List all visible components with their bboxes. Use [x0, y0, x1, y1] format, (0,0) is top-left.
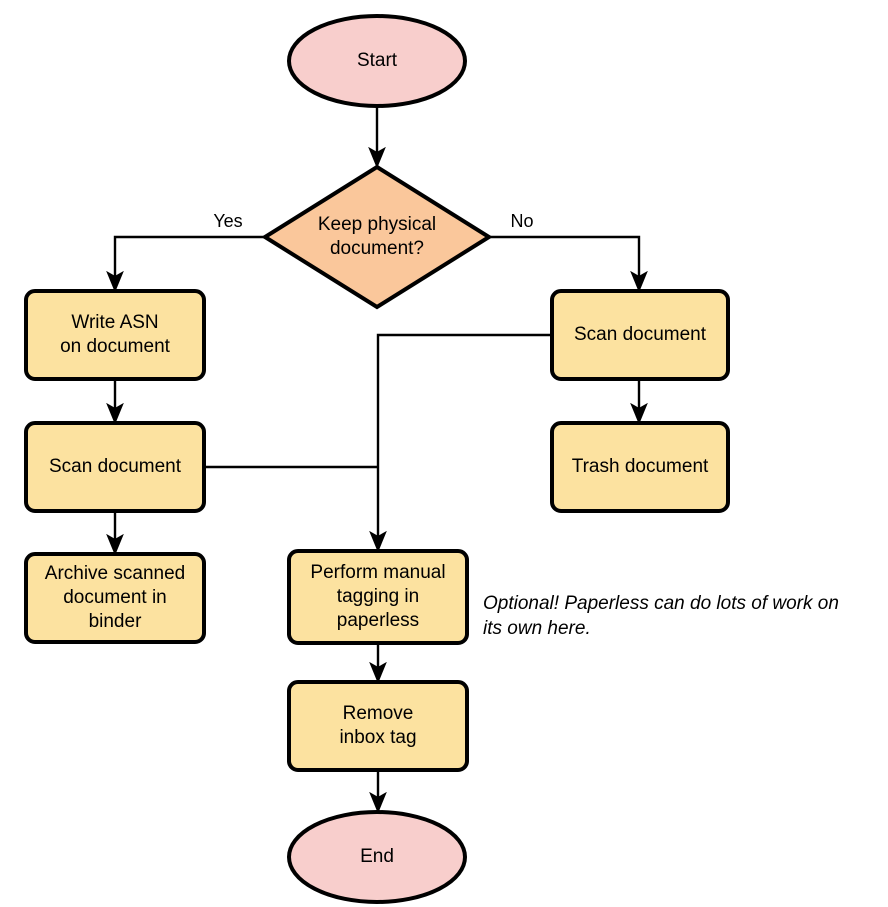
edge-path [468, 228, 648, 293]
edge-decision-yes-to-write-asn: Yes [106, 211, 286, 293]
edges-layer: Yes No [106, 106, 648, 814]
node-shape-rect [24, 289, 206, 381]
node-start[interactable]: Start [287, 14, 467, 108]
edge-path [369, 333, 552, 553]
node-shape-diamond [261, 164, 493, 310]
edge-path [106, 228, 286, 293]
node-scan-document-left[interactable]: Scan document [24, 421, 206, 513]
node-trash-document[interactable]: Trash document [550, 421, 730, 513]
edge-label-decision-no-to-scan-document-right: No [510, 211, 533, 231]
edge-label-decision-yes-to-write-asn: Yes [213, 211, 242, 231]
node-shape-rect [287, 549, 469, 645]
node-label-scan-document-left: Scan document [49, 456, 182, 477]
node-shape-ellipse [287, 810, 467, 904]
edge-scan-document-right-to-manual-tagging [369, 333, 552, 553]
edge-decision-no-to-scan-document-right: No [468, 211, 648, 293]
annotations-layer: Optional! Paperless can do lots of work … [483, 593, 839, 639]
node-label-trash-document: Trash document [572, 456, 709, 477]
node-scan-document-right[interactable]: Scan document [550, 289, 730, 381]
node-label-start: Start [357, 50, 398, 71]
node-shape-rect [550, 421, 730, 513]
node-label-scan-document-right: Scan document [574, 324, 707, 345]
node-shape-rect [550, 289, 730, 381]
node-end[interactable]: End [287, 810, 467, 904]
node-shape-ellipse [287, 14, 467, 108]
annotation-optional-note: Optional! Paperless can do lots of work … [483, 593, 839, 639]
node-label-end: End [360, 846, 394, 867]
node-shape-rect [287, 680, 469, 772]
node-shape-rect [24, 421, 206, 513]
node-shape-rect [24, 552, 206, 644]
